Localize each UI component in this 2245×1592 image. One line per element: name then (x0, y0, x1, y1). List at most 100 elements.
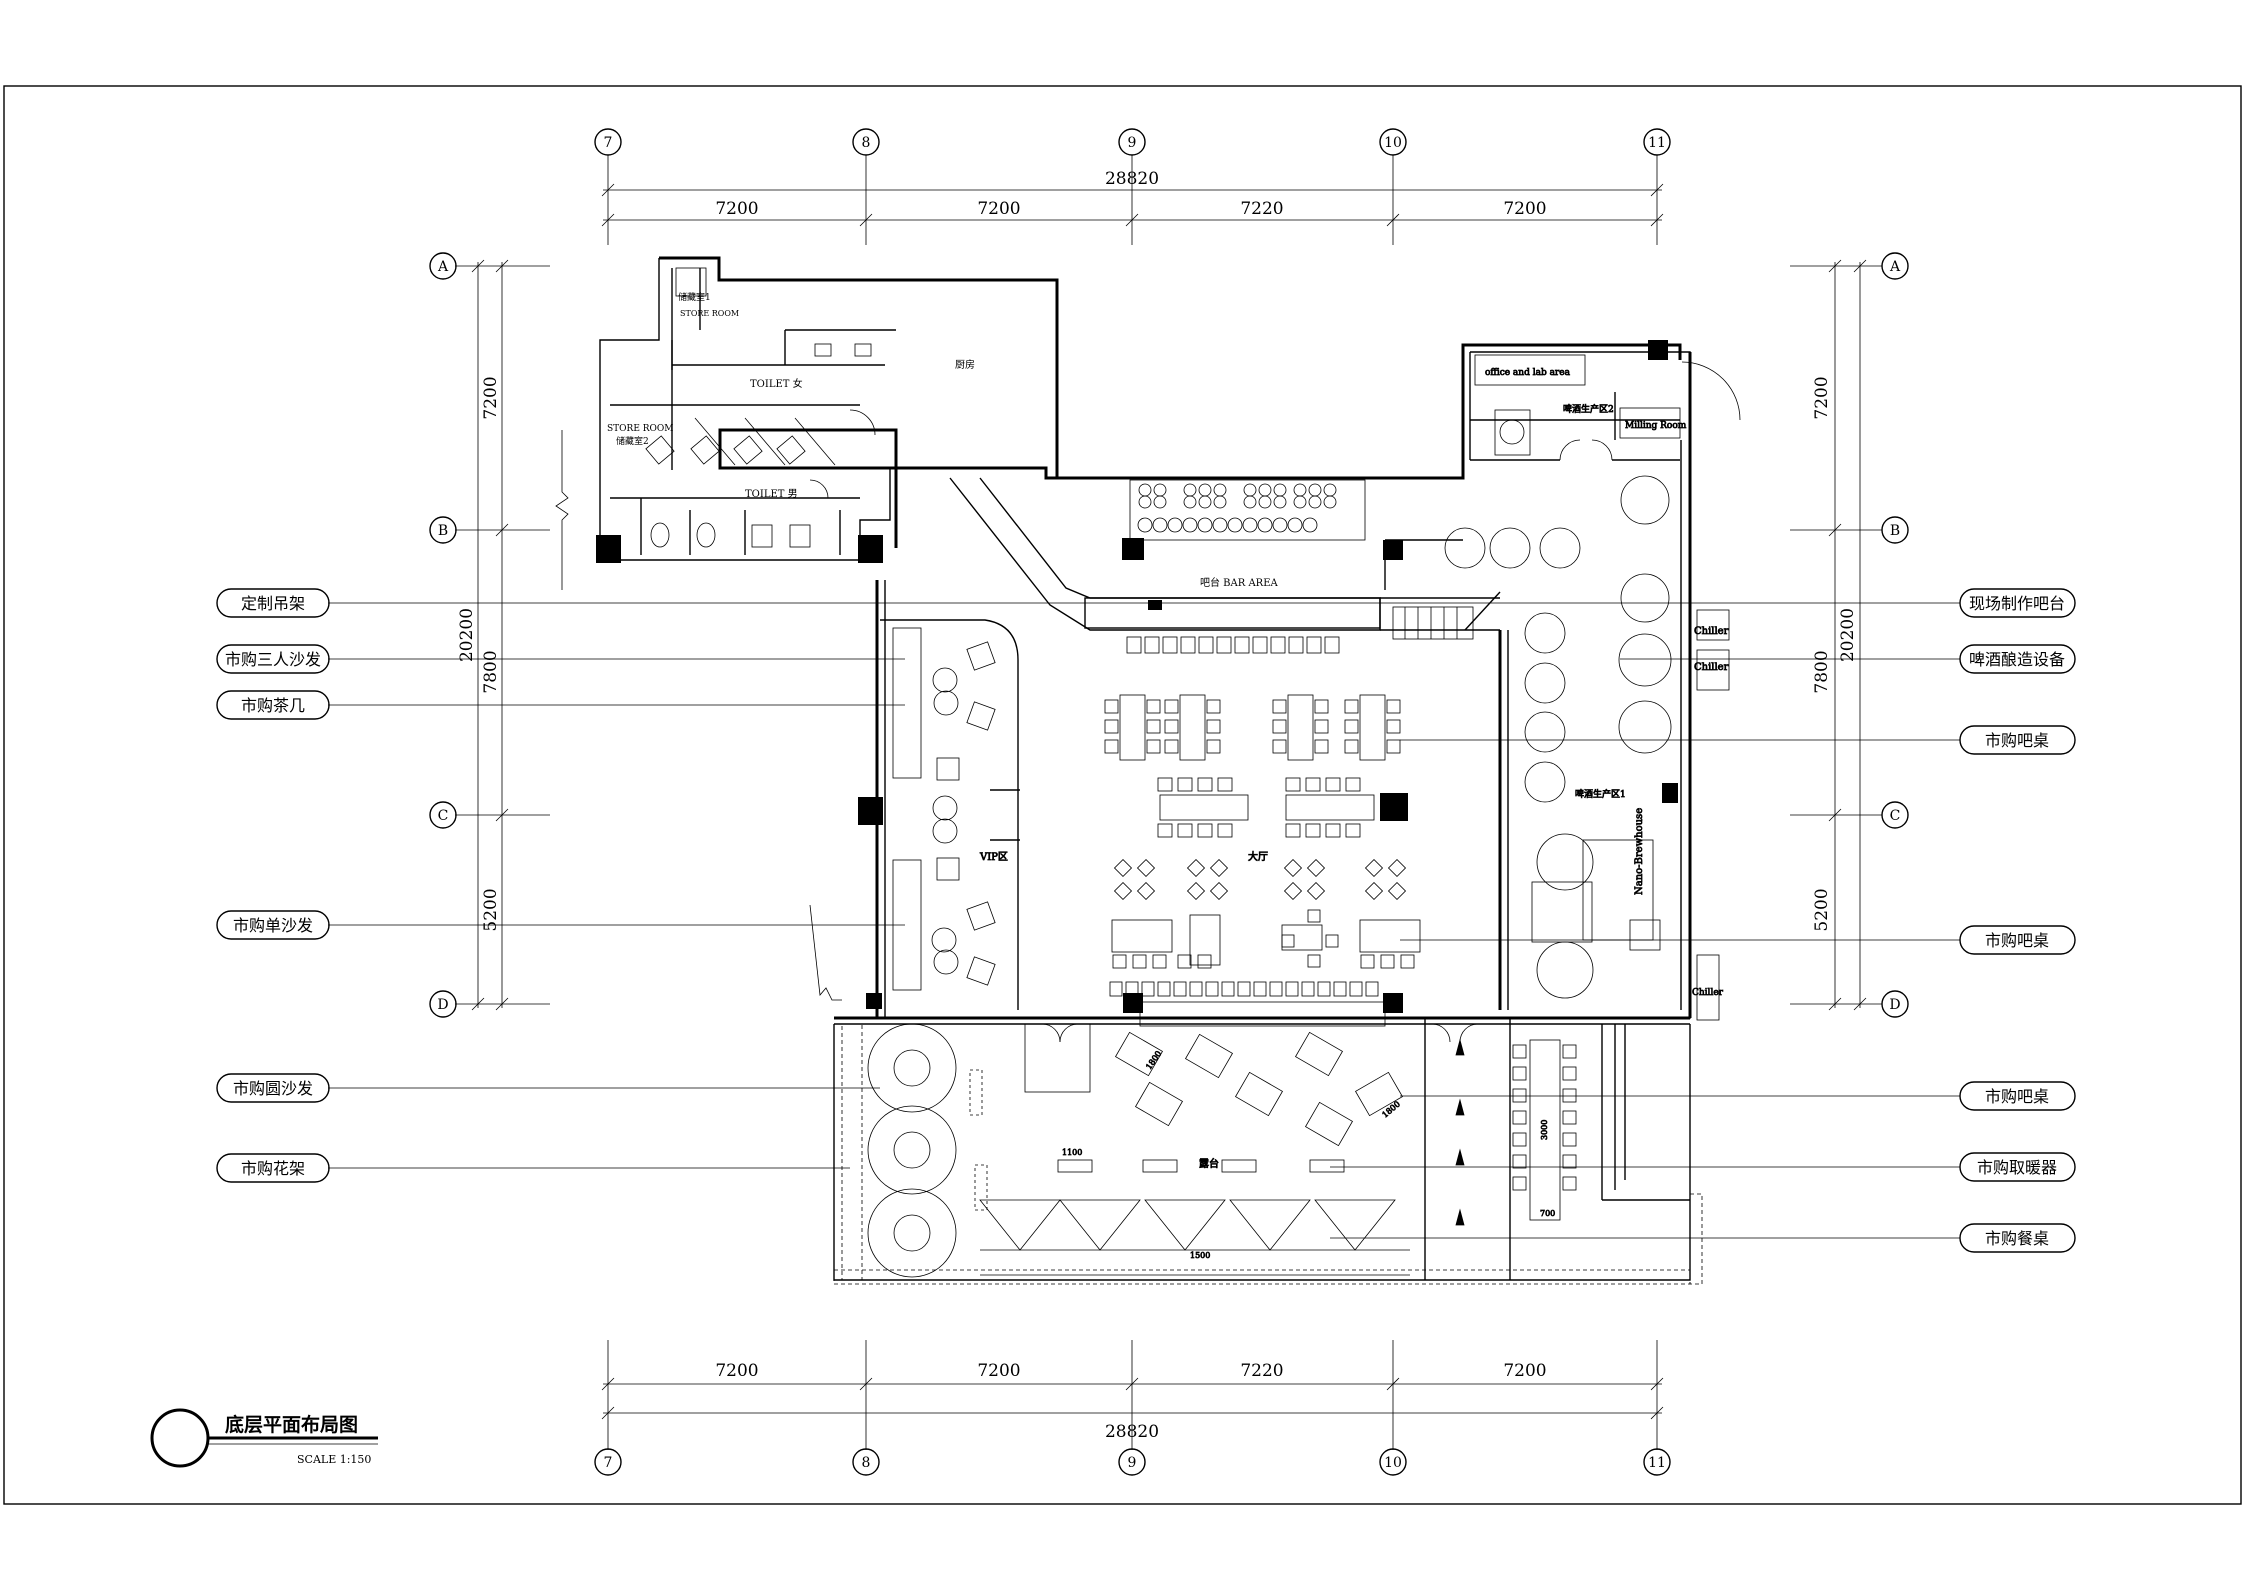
grid-bubble-bottom-8 (852, 1448, 880, 1476)
column (1383, 540, 1403, 560)
grid-label: 7 (604, 1455, 613, 1471)
room-label-storage-1: 储藏室1 (678, 291, 711, 303)
column (1123, 993, 1143, 1013)
dim-bay: 7200 (1503, 199, 1546, 219)
toilet-block: 储藏室1 STORE ROOM TOILET 女 TOILET 男 STORE … (607, 267, 975, 548)
grid-label: 9 (1128, 1455, 1137, 1471)
callout-bubble (1959, 1223, 2076, 1253)
room-label-vip: VIP区 (979, 851, 1008, 863)
hall-furniture: 大厅 (1104, 694, 1421, 1027)
grid-bubble-top-8 (852, 128, 880, 156)
callout-label: 啤酒酿造设备 (1969, 650, 2065, 669)
grid-bubble-bottom-7 (594, 1448, 622, 1476)
callouts-right: 现场制作吧台 啤酒酿造设备 市购吧桌 市购吧桌 市购吧桌 市购取暖器 市购餐桌 (1959, 588, 2076, 1253)
callout-bubble (216, 588, 330, 618)
break-mark (809, 904, 842, 1001)
callout-label: 市购圆沙发 (233, 1079, 313, 1098)
callout-label: 市购餐桌 (1985, 1229, 2049, 1248)
grid-label: 8 (862, 135, 871, 151)
grid-bubble-right-D (1881, 990, 1909, 1018)
callout-bubble (216, 644, 330, 674)
grid-bottom: 7 8 9 10 11 (594, 1340, 1671, 1476)
callout-label: 市购吧桌 (1985, 1087, 2049, 1106)
callout-bubble (1959, 725, 2076, 755)
grid-label: 7 (604, 135, 613, 151)
callout-label: 市购茶几 (241, 696, 305, 715)
column (1662, 783, 1678, 803)
callout-bubble (1959, 1152, 2076, 1182)
room-label-storage-2: 储藏室2 (616, 435, 649, 447)
inline-dim: 1500 (1190, 1251, 1210, 1260)
room-label-brew-2: 啤酒生产区2 (1563, 403, 1614, 415)
grid-label: A (437, 259, 449, 275)
dim-bay: 7220 (1240, 199, 1283, 219)
callout-label: 市购取暖器 (1977, 1158, 2057, 1177)
leaders-right (1330, 602, 1960, 1239)
room-label-toilet-male: TOILET 男 (745, 488, 798, 500)
drawing-title: 底层平面布局图 (225, 1413, 358, 1436)
column (1380, 793, 1408, 821)
leaders-left (328, 602, 1380, 1169)
callout-bubble (216, 690, 330, 720)
dim-bay: 7200 (715, 1361, 758, 1381)
column (858, 797, 883, 825)
brew-area: office and lab area 啤酒生产区2 Milling Room … (1444, 354, 1741, 1021)
dim-total: 28820 (1105, 1422, 1159, 1442)
dim-bay: 7200 (977, 1361, 1020, 1381)
grid-label: B (438, 523, 448, 539)
grid-bubble-left-C (429, 801, 457, 829)
inline-dim: 700 (1540, 1209, 1555, 1218)
bar-area: 吧台 BAR AREA (1084, 479, 1501, 654)
callouts-left: 定制吊架 市购三人沙发 市购茶几 市购单沙发 市购圆沙发 市购花架 (216, 588, 330, 1183)
title-block: 底层平面布局图 SCALE 1:150 (150, 1408, 378, 1468)
callout-label: 现场制作吧台 (1969, 594, 2065, 613)
column (596, 535, 621, 563)
grid-bubble-top-11 (1643, 128, 1671, 156)
grid-bubble-right-A (1881, 252, 1909, 280)
inline-dim: 3000 (1540, 1120, 1549, 1140)
callout-bubble (1959, 925, 2076, 955)
callout-label: 市购吧桌 (1985, 931, 2049, 950)
column (1648, 340, 1668, 360)
grid-bubble-top-10 (1379, 128, 1407, 156)
callout-label: 定制吊架 (241, 594, 305, 613)
grid-bubble-top-7 (594, 128, 622, 156)
dim-bay-vertical: 7200 (1812, 376, 1832, 419)
dim-total-vertical: 20200 (457, 608, 477, 662)
dim-bay: 7220 (1240, 1361, 1283, 1381)
walls (599, 256, 1692, 1281)
grid-bubble-left-A (429, 252, 457, 280)
inline-dim: 1100 (1062, 1148, 1082, 1157)
vip-area: VIP区 (892, 627, 1008, 991)
terrace: 露台 1100 1800 3000 700 1500 1800 (833, 1023, 1703, 1285)
room-label-hall: 大厅 (1248, 850, 1268, 863)
callout-label: 市购单沙发 (233, 916, 313, 935)
column (866, 993, 882, 1009)
callout-bubble (216, 1073, 330, 1103)
dims-bottom: 7200 7200 7220 7200 28820 (601, 1361, 1664, 1442)
room-label-kitchen: 厨房 (955, 358, 975, 371)
grid-label: 10 (1384, 135, 1402, 151)
break-mark (555, 430, 569, 590)
grid-top: 7 8 9 10 11 (594, 128, 1671, 245)
grid-label: D (437, 997, 448, 1013)
title-circle (150, 1408, 210, 1468)
room-label-chiller-2: Chiller (1694, 662, 1729, 673)
grid-bubble-left-D (429, 990, 457, 1018)
grid-bubble-right-B (1881, 516, 1909, 544)
dim-bay-vertical: 7800 (481, 650, 501, 693)
grid-label: 11 (1648, 135, 1666, 151)
dim-bay-vertical: 7800 (1812, 650, 1832, 693)
callout-bubble (1959, 588, 2076, 618)
grid-label: C (1890, 808, 1901, 824)
grid-bubble-bottom-11 (1643, 1448, 1671, 1476)
columns (596, 340, 1678, 1013)
dims-top: 28820 7200 7200 7220 7200 (601, 169, 1664, 227)
dim-bay: 7200 (977, 199, 1020, 219)
room-label-chiller-1: Chiller (1694, 626, 1729, 637)
dims-right: 7200 7800 5200 20200 (1812, 259, 1867, 1011)
room-label-terrace: 露台 (1199, 1157, 1219, 1170)
grid-label: B (1890, 523, 1900, 539)
drawing-scale: SCALE 1:150 (297, 1453, 371, 1466)
